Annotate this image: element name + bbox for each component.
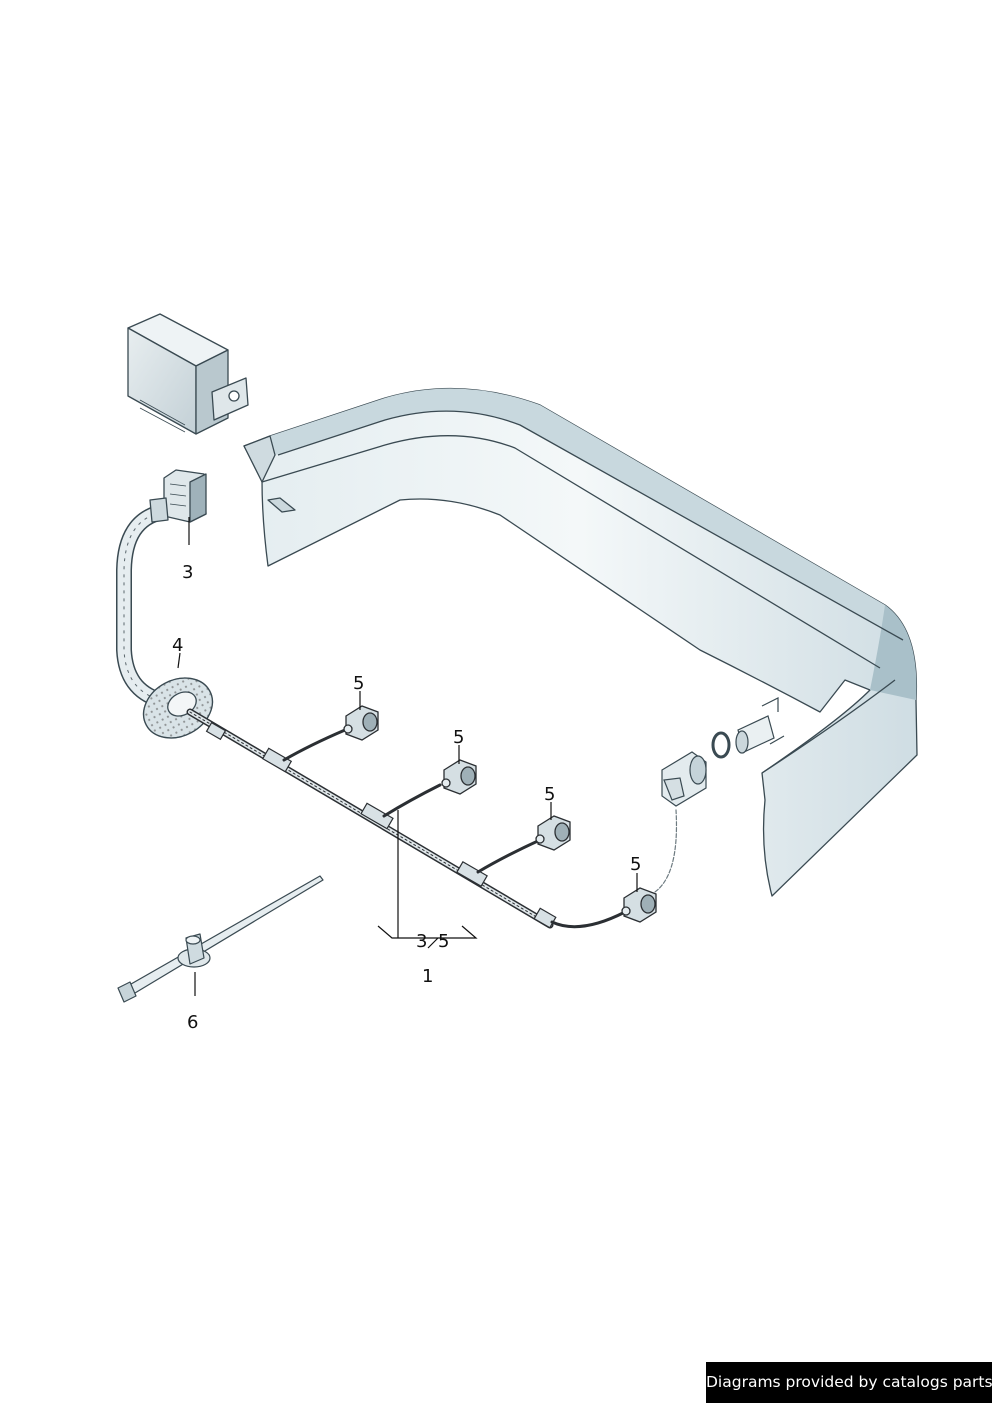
callout-5-b: 5: [453, 727, 464, 748]
parking-sensor-d: [621, 887, 657, 923]
leader-bracket: [377, 810, 478, 949]
leader-lines: [177, 517, 638, 996]
harness-connector: [149, 469, 207, 523]
control-unit: [127, 313, 249, 435]
credit-banner: Diagrams provided by catalogs parts: [706, 1362, 992, 1403]
callout-5-a: 5: [353, 673, 364, 694]
callout-5-c: 5: [544, 784, 555, 805]
callout-1: 1: [422, 966, 433, 987]
sensor-exploded-assembly: [661, 697, 785, 807]
bumper-cover: [243, 387, 918, 897]
callout-5-d: 5: [630, 854, 641, 875]
main-cable-loop: [116, 504, 170, 708]
parking-sensor-b: [441, 759, 477, 795]
callout-4: 4: [172, 635, 183, 656]
callout-6: 6: [187, 1012, 198, 1033]
cable-tie: [117, 875, 324, 1003]
callout-3-bracket: 3: [416, 931, 427, 952]
parking-sensor-c: [535, 815, 571, 851]
callout-5-bracket: 5: [438, 931, 449, 952]
parking-sensor-a: [343, 705, 379, 741]
wiring-harness: [186, 708, 678, 929]
cable-grommet: [142, 677, 214, 739]
callout-3-top: 3: [182, 562, 193, 583]
